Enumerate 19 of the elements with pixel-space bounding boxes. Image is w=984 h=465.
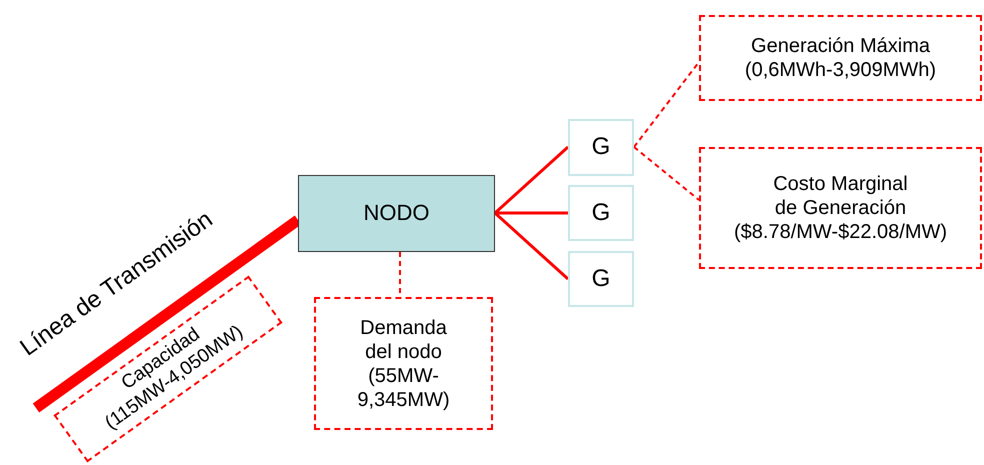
connector-line bbox=[494, 146, 569, 214]
generator-label: G bbox=[592, 198, 610, 228]
callout-box bbox=[699, 147, 982, 269]
connector-line bbox=[495, 212, 568, 214]
generator-label: G bbox=[592, 264, 610, 294]
generator-box bbox=[568, 119, 634, 176]
connector-line bbox=[494, 212, 569, 280]
box-text: NODO bbox=[364, 200, 430, 227]
generator-box bbox=[568, 185, 634, 241]
generator-box bbox=[568, 251, 634, 307]
generator-label: G bbox=[592, 133, 610, 162]
dashed-connector bbox=[633, 61, 700, 148]
box-text: Generación Máxima (0,6MWh-3,909MWh) bbox=[744, 34, 938, 82]
node-box bbox=[298, 175, 495, 252]
box-text: Demanda del nodo (55MW- 9,345MW) bbox=[356, 316, 451, 412]
callout-box bbox=[314, 297, 493, 430]
box-text: Costo Marginal de Generación ($8.78/MW-$22.08/MW) bbox=[732, 172, 948, 244]
callout-box bbox=[699, 15, 982, 101]
dashed-connector bbox=[633, 146, 700, 201]
